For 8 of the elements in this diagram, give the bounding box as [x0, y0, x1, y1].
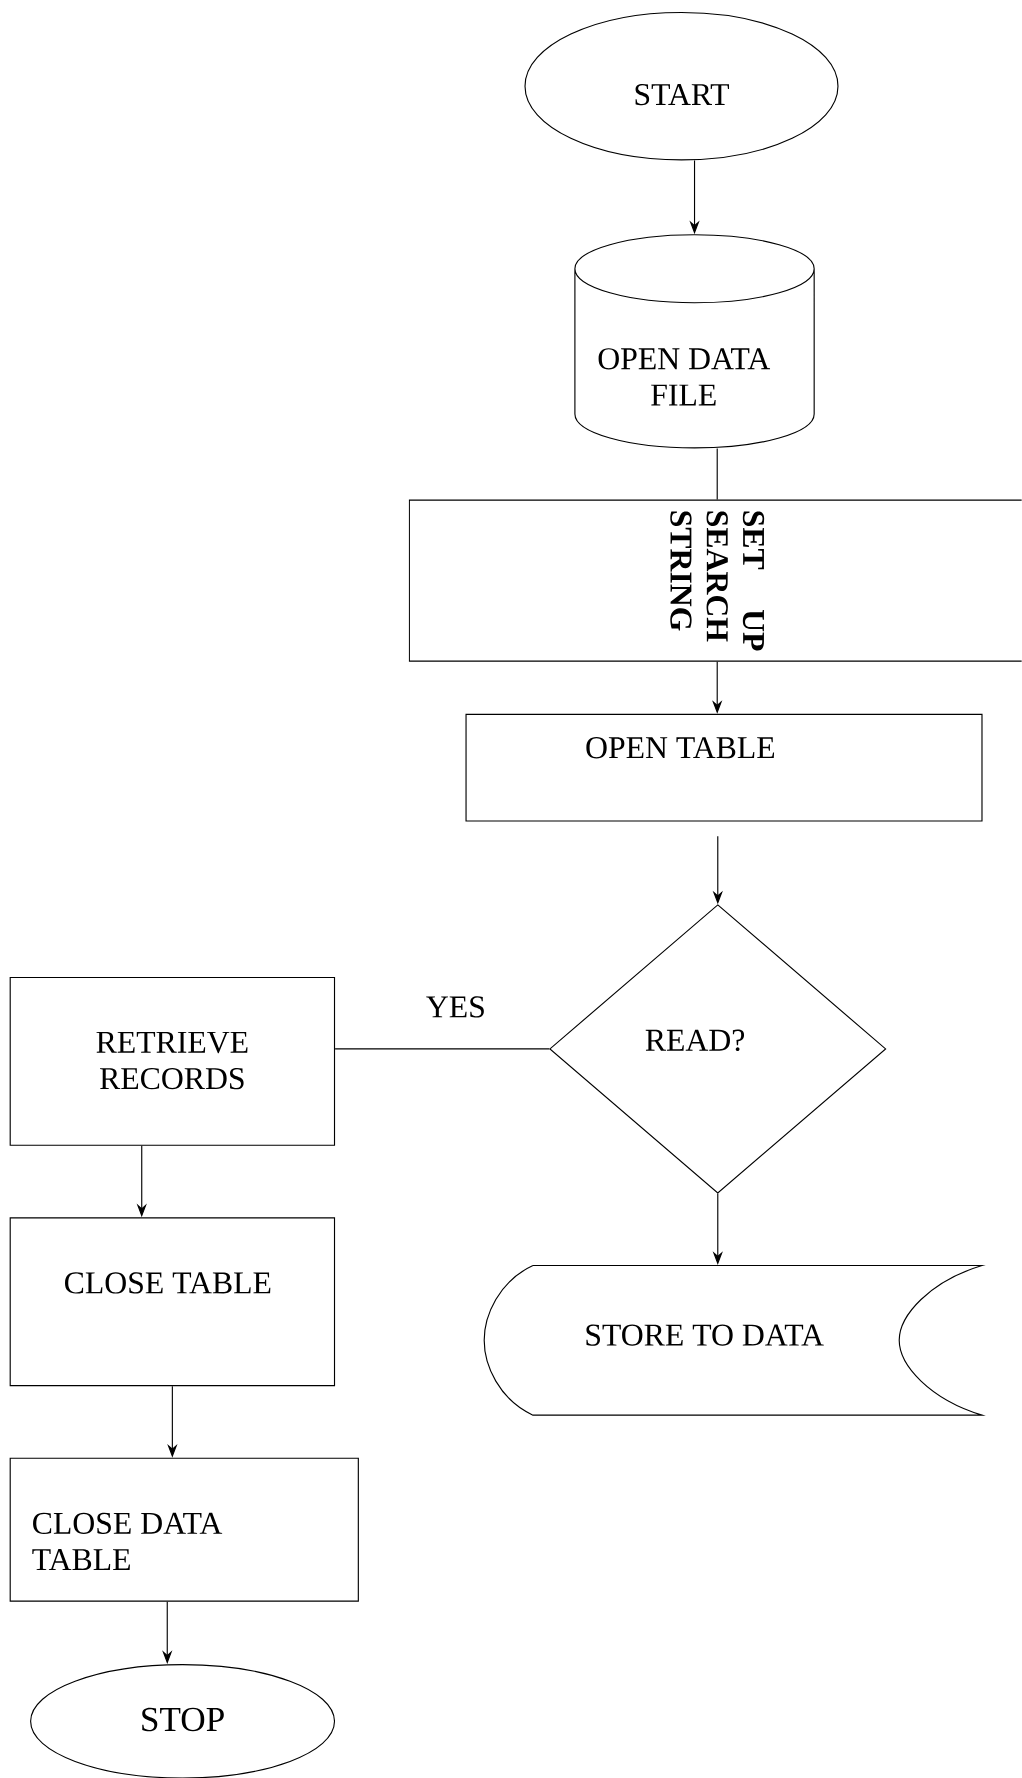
process-box: SET UP SEARCH STRING: [408, 499, 1022, 662]
process-box: CLOSE TABLE: [9, 1217, 336, 1387]
database-cylinder: OPEN DATA FILE: [574, 234, 815, 449]
process-box: CLOSE DATA TABLE: [9, 1457, 360, 1602]
stored-data-shape: STORE TO DATA: [483, 1264, 983, 1416]
process-box: RETRIEVE RECORDS: [9, 976, 336, 1146]
process-box: OPEN TABLE: [465, 713, 983, 822]
edge-label: YES: [423, 994, 489, 1020]
